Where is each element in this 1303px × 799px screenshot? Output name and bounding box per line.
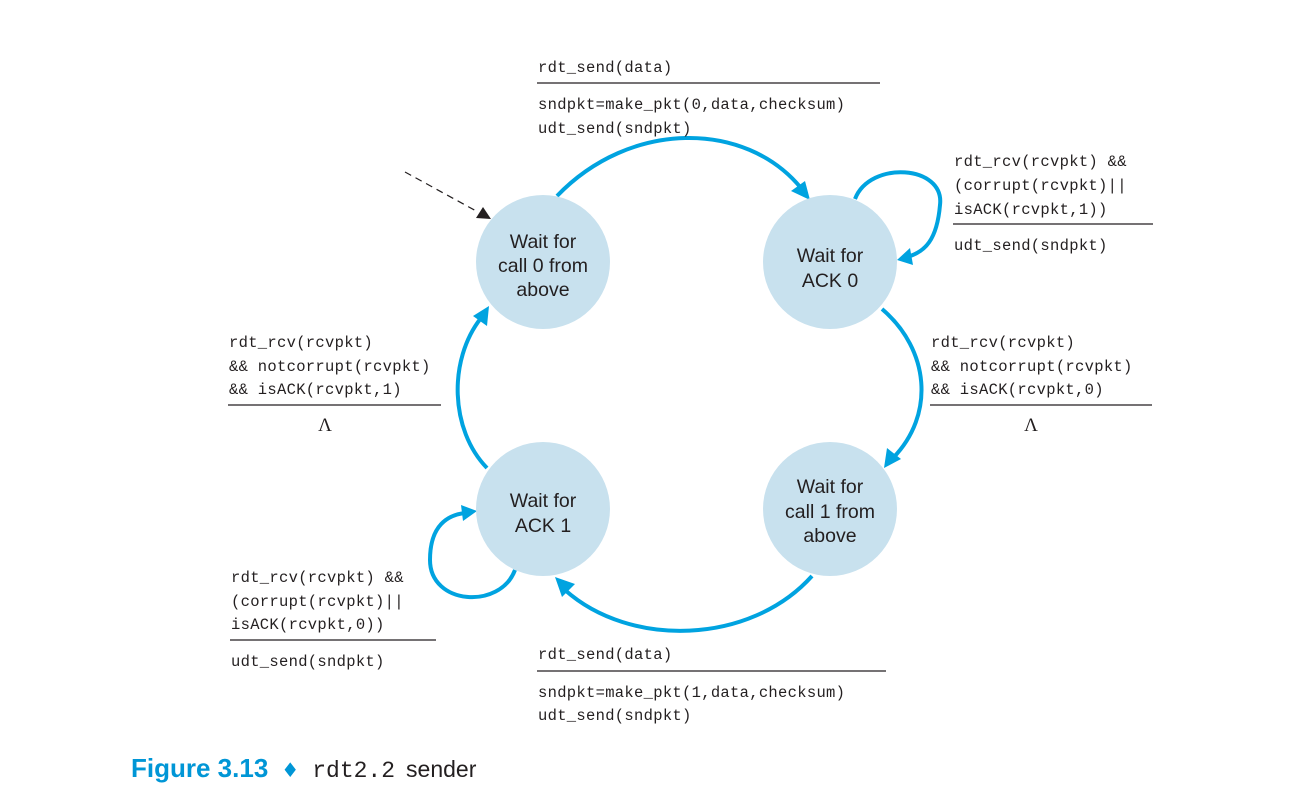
event-line: rdt_rcv(rcvpkt) && xyxy=(231,569,404,587)
arc-call1-to-ack1 xyxy=(563,574,814,633)
caption-separator-icon: ♦ xyxy=(281,758,299,782)
action-line: udt_send(sndpkt) xyxy=(231,653,385,671)
state-wait-call1: Wait for call 1 from above xyxy=(763,442,897,576)
label-ack1-to-call0: rdt_rcv(rcvpkt) && notcorrupt(rcvpkt) &&… xyxy=(228,334,441,436)
event-line: && notcorrupt(rcvpkt) xyxy=(931,358,1133,376)
action-line: sndpkt=make_pkt(0,data,checksum) xyxy=(538,96,845,114)
state-label-line: above xyxy=(803,525,856,547)
action-line: sndpkt=make_pkt(1,data,checksum) xyxy=(538,684,845,702)
label-ack0-self: rdt_rcv(rcvpkt) && (corrupt(rcvpkt)|| is… xyxy=(953,153,1153,255)
arc-ack1-to-call0 xyxy=(455,316,489,470)
action-line: udt_send(sndpkt) xyxy=(538,707,692,725)
caption-text: sender xyxy=(406,756,477,782)
arrowhead-ack0-self xyxy=(897,248,913,265)
state-label-line: call 0 from xyxy=(498,255,588,277)
state-label-line: Wait for xyxy=(510,490,577,512)
event-line: isACK(rcvpkt,0)) xyxy=(231,616,385,634)
figure-caption: Figure 3.13 ♦ rdt2.2 sender xyxy=(131,753,477,784)
event-line: rdt_send(data) xyxy=(538,59,672,77)
lambda-action: Λ xyxy=(1024,415,1038,436)
arrowhead-ack1-to-call0 xyxy=(473,306,489,326)
initial-state-arrow xyxy=(404,171,491,219)
arc-ack0-to-call1 xyxy=(880,307,924,460)
state-wait-ack0: Wait for ACK 0 xyxy=(763,195,897,329)
figure-number: Figure 3.13 xyxy=(131,753,268,783)
event-line: && notcorrupt(rcvpkt) xyxy=(229,358,431,376)
state-label-line: ACK 0 xyxy=(802,270,859,292)
transition-arcs xyxy=(427,136,943,633)
lambda-action: Λ xyxy=(318,415,332,436)
arrowhead-ack0-to-call1 xyxy=(884,448,901,468)
event-line: isACK(rcvpkt,1)) xyxy=(954,201,1108,219)
event-line: rdt_rcv(rcvpkt) && xyxy=(954,153,1127,171)
label-ack1-self: rdt_rcv(rcvpkt) && (corrupt(rcvpkt)|| is… xyxy=(230,569,436,671)
action-line: udt_send(sndpkt) xyxy=(538,120,692,138)
svg-text:Figure 3.13 ♦ rdt2: Figure 3.13 ♦ rdt2.2 sender xyxy=(131,753,477,784)
state-label-line: above xyxy=(516,279,569,301)
arc-call0-to-ack0 xyxy=(555,136,803,198)
event-line: (corrupt(rcvpkt)|| xyxy=(954,177,1127,195)
arc-ack1-self xyxy=(427,511,517,600)
label-ack0-to-call1: rdt_rcv(rcvpkt) && notcorrupt(rcvpkt) &&… xyxy=(930,334,1152,436)
state-label-line: Wait for xyxy=(797,245,864,267)
state-label-line: Wait for xyxy=(797,476,864,498)
state-label-line: Wait for xyxy=(510,231,577,253)
state-wait-call0: Wait for call 0 from above xyxy=(476,195,610,329)
arrowhead-call1-to-ack1 xyxy=(555,577,575,597)
action-line: udt_send(sndpkt) xyxy=(954,237,1108,255)
state-label-line: ACK 1 xyxy=(515,515,571,537)
arc-ack0-self xyxy=(853,170,943,259)
state-wait-ack1: Wait for ACK 1 xyxy=(476,442,610,576)
event-line: rdt_rcv(rcvpkt) xyxy=(229,334,373,352)
label-call1-to-ack1: rdt_send(data) sndpkt=make_pkt(1,data,ch… xyxy=(537,646,886,725)
label-call0-to-ack0: rdt_send(data) sndpkt=make_pkt(0,data,ch… xyxy=(537,59,880,138)
event-line: rdt_send(data) xyxy=(538,646,672,664)
event-line: && isACK(rcvpkt,1) xyxy=(229,381,402,399)
event-line: rdt_rcv(rcvpkt) xyxy=(931,334,1075,352)
state-label-line: call 1 from xyxy=(785,501,875,523)
arrowhead-call0-to-ack0 xyxy=(791,181,810,200)
caption-code: rdt2.2 xyxy=(312,758,395,784)
event-line: && isACK(rcvpkt,0) xyxy=(931,381,1104,399)
event-line: (corrupt(rcvpkt)|| xyxy=(231,593,404,611)
arrowhead-ack1-self xyxy=(461,505,477,521)
